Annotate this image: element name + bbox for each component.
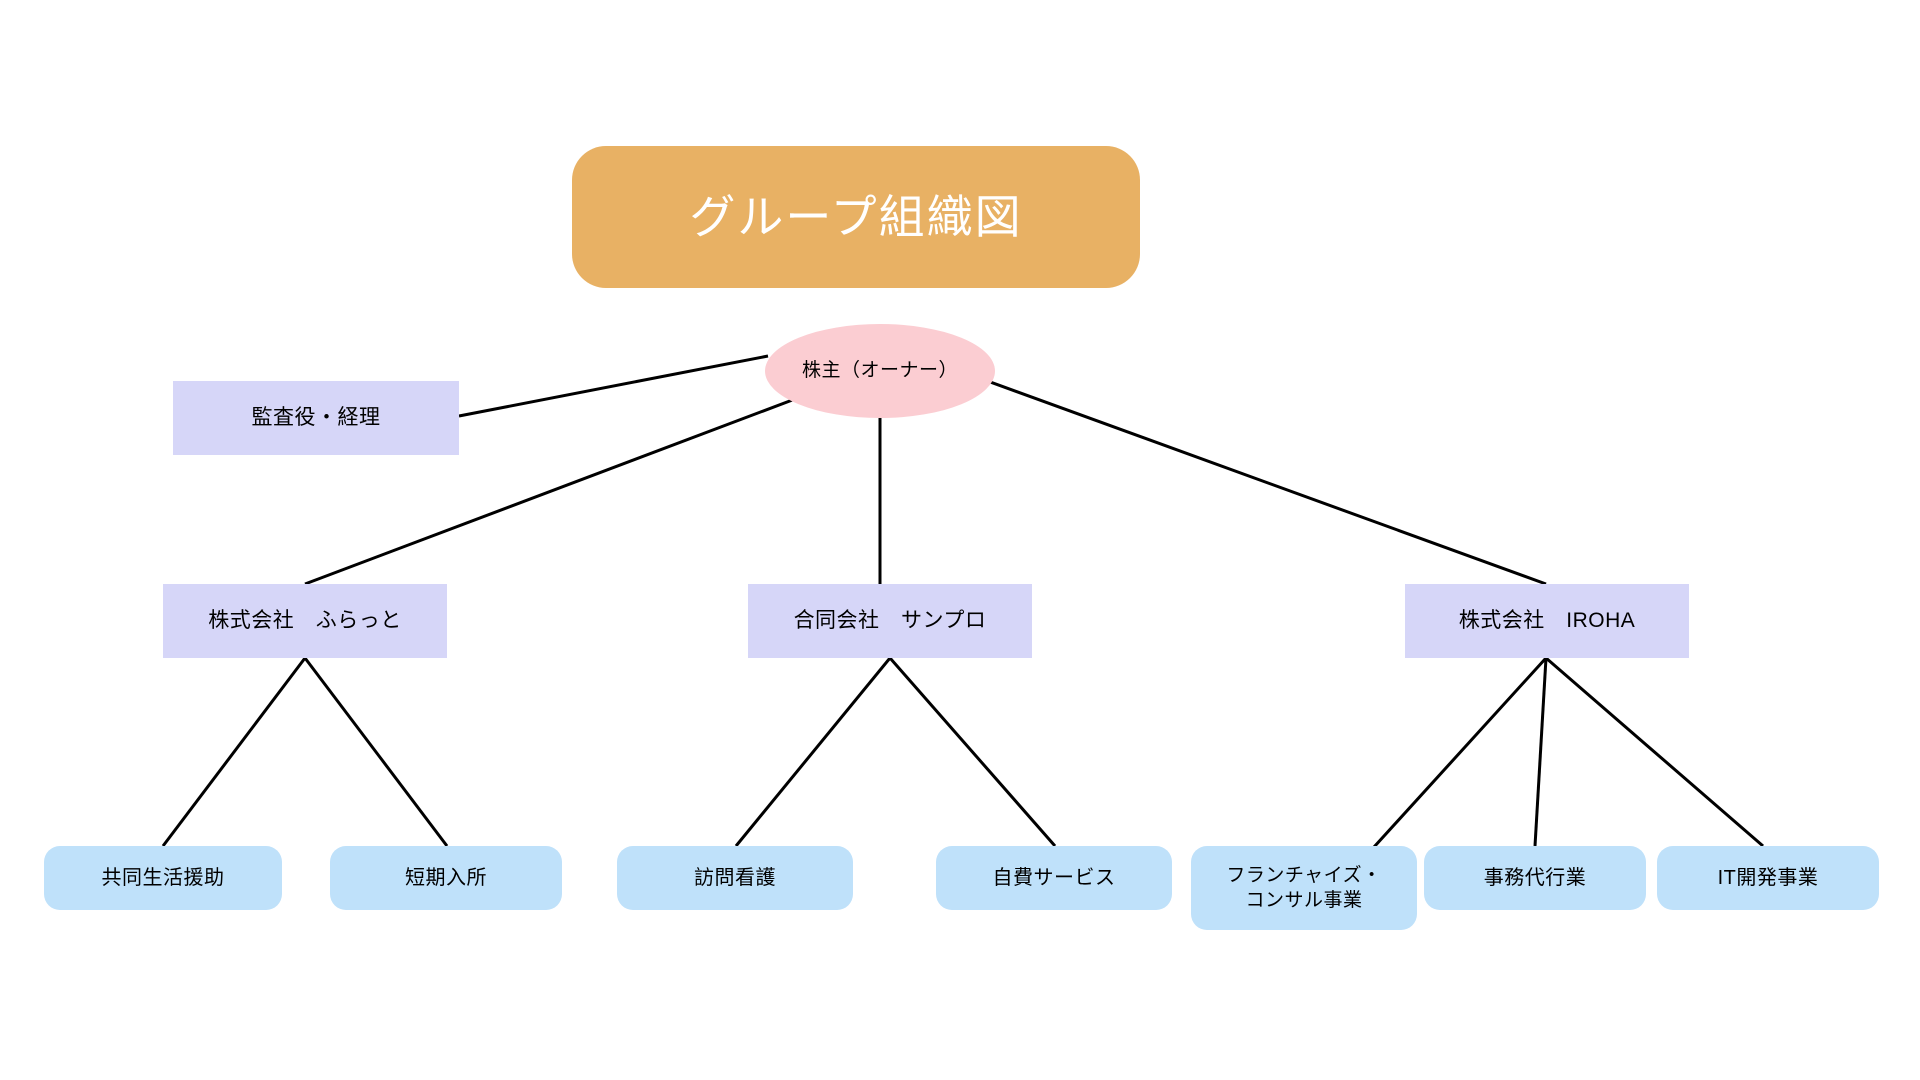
node-company-sanpuro[interactable]: 合同会社 サンプロ bbox=[748, 584, 1032, 658]
node-service-it-development[interactable]: IT開発事業 bbox=[1657, 846, 1879, 910]
edge-comp-b-leaf-b1 bbox=[734, 657, 892, 847]
node-service-short-stay[interactable]: 短期入所 bbox=[330, 846, 562, 910]
node-service-self-pay[interactable]: 自費サービス bbox=[936, 846, 1172, 910]
edge-comp-c-leaf-c3 bbox=[1545, 656, 1764, 848]
edge-comp-b-leaf-b2 bbox=[888, 657, 1057, 847]
edge-owner-comp-c bbox=[981, 377, 1547, 586]
edge-comp-a-leaf-a1 bbox=[161, 657, 307, 847]
node-auditor-accounting[interactable]: 監査役・経理 bbox=[173, 381, 459, 455]
node-service-franchise-consulting[interactable]: フランチャイズ・ コンサル事業 bbox=[1191, 846, 1417, 930]
edge-owner-audit bbox=[458, 354, 769, 418]
node-service-home-nursing[interactable]: 訪問看護 bbox=[617, 846, 853, 910]
node-company-iroha[interactable]: 株式会社 IROHA bbox=[1405, 584, 1689, 658]
node-company-furatto[interactable]: 株式会社 ふらっと bbox=[163, 584, 447, 658]
node-service-office-agency[interactable]: 事務代行業 bbox=[1424, 846, 1646, 910]
edge-comp-c-leaf-c2 bbox=[1533, 657, 1548, 847]
node-service-group-home[interactable]: 共同生活援助 bbox=[44, 846, 282, 910]
edge-comp-c-leaf-c1 bbox=[1362, 656, 1548, 860]
diagram-title-banner: グループ組織図 bbox=[572, 146, 1140, 288]
edge-comp-a-leaf-a2 bbox=[303, 657, 449, 847]
node-owner-shareholder[interactable]: 株主（オーナー） bbox=[765, 324, 995, 418]
